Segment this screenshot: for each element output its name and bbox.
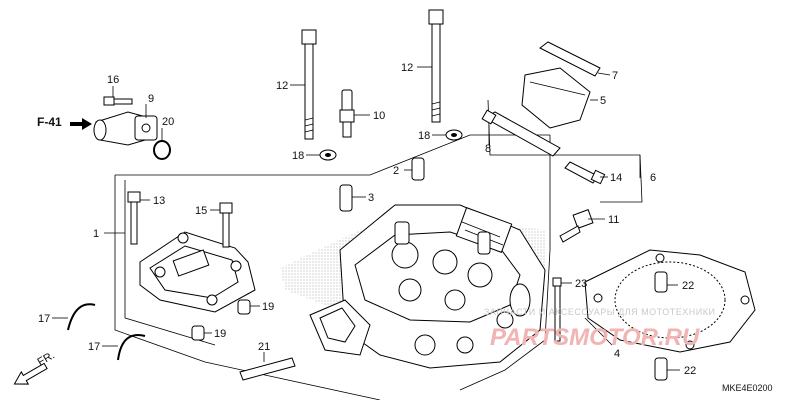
assembly-frame — [114, 175, 381, 401]
callout-10: 10 — [373, 110, 385, 122]
callout-22-lower: 22 — [684, 365, 696, 377]
ref-arrow-icon — [70, 118, 92, 130]
callout-5: 5 — [600, 95, 606, 107]
callout-19-upper: 19 — [262, 301, 274, 313]
water-joint — [93, 111, 158, 146]
callout-12-right: 12 — [401, 62, 413, 74]
clip-17-upper — [67, 303, 96, 331]
callout-6: 6 — [650, 172, 656, 184]
bolt-13 — [127, 191, 141, 245]
watermark-text: ЗАПЧАСТИ И АКСЕССУАРЫ ДЛЯ МОТОТЕХНИКИ — [484, 307, 715, 317]
bolt-8 — [481, 109, 561, 157]
callout-12-left: 12 — [276, 80, 288, 92]
callout-4: 4 — [614, 348, 620, 360]
callout-2: 2 — [393, 165, 399, 177]
callout-labels: 1 2 3 4 5 6 7 8 9 10 11 12 12 13 14 15 1… — [38, 62, 696, 377]
dowel-19-upper — [237, 299, 251, 315]
temp-sensor — [559, 209, 594, 243]
bolt-16 — [103, 96, 133, 106]
pin-7 — [539, 41, 601, 77]
callout-9: 9 — [148, 93, 154, 105]
cam-cover-5 — [521, 67, 591, 129]
clip-17-lower — [117, 334, 146, 361]
leader-lines — [52, 66, 680, 371]
callout-18-left: 18 — [292, 150, 304, 162]
bolt-15 — [219, 202, 233, 248]
callout-20: 20 — [162, 116, 174, 128]
bolt-14 — [564, 161, 606, 185]
callout-17-upper: 17 — [38, 313, 50, 325]
callout-3: 3 — [368, 192, 374, 204]
callout-17-lower: 17 — [88, 341, 100, 353]
assembly-frame-top — [115, 134, 550, 176]
bolt-12-left — [301, 29, 317, 140]
callout-16: 16 — [107, 74, 119, 86]
callout-23: 23 — [575, 278, 587, 290]
bolt-23 — [552, 277, 562, 342]
head-gasket — [584, 249, 756, 353]
part-code: MKE4E0200 — [722, 383, 773, 393]
ref-label: F-41 — [37, 115, 62, 129]
callout-1: 1 — [93, 228, 99, 240]
callout-19-lower: 19 — [214, 328, 226, 340]
callout-15: 15 — [195, 205, 207, 217]
assembly-frame-right — [459, 135, 551, 391]
callout-18-right: 18 — [418, 130, 430, 142]
callout-22-upper: 22 — [682, 280, 694, 292]
dowel-19-lower — [191, 325, 205, 341]
o-ring-20 — [153, 140, 171, 160]
rocker-cradle — [139, 231, 256, 313]
callout-8: 8 — [485, 143, 491, 155]
cylinder-head — [309, 204, 546, 369]
front-label: FR. — [36, 349, 57, 368]
front-arrow-icon — [13, 362, 48, 385]
dowel-pin-2 — [411, 157, 425, 181]
dowel-22-upper — [654, 271, 668, 293]
bolt-12-right — [428, 9, 444, 123]
callout-14: 14 — [610, 172, 622, 184]
dowel-pin-3 — [339, 184, 353, 212]
spark-plug — [339, 89, 355, 138]
bracket-1 — [124, 180, 216, 346]
callout-7: 7 — [612, 70, 618, 82]
stud-21 — [239, 357, 296, 381]
callout-13: 13 — [153, 195, 165, 207]
watermark-brand: PARTSMOTOR.RU — [490, 324, 700, 351]
dowel-22-lower — [654, 357, 668, 381]
callout-11: 11 — [608, 214, 619, 226]
callout-21: 21 — [258, 341, 270, 353]
